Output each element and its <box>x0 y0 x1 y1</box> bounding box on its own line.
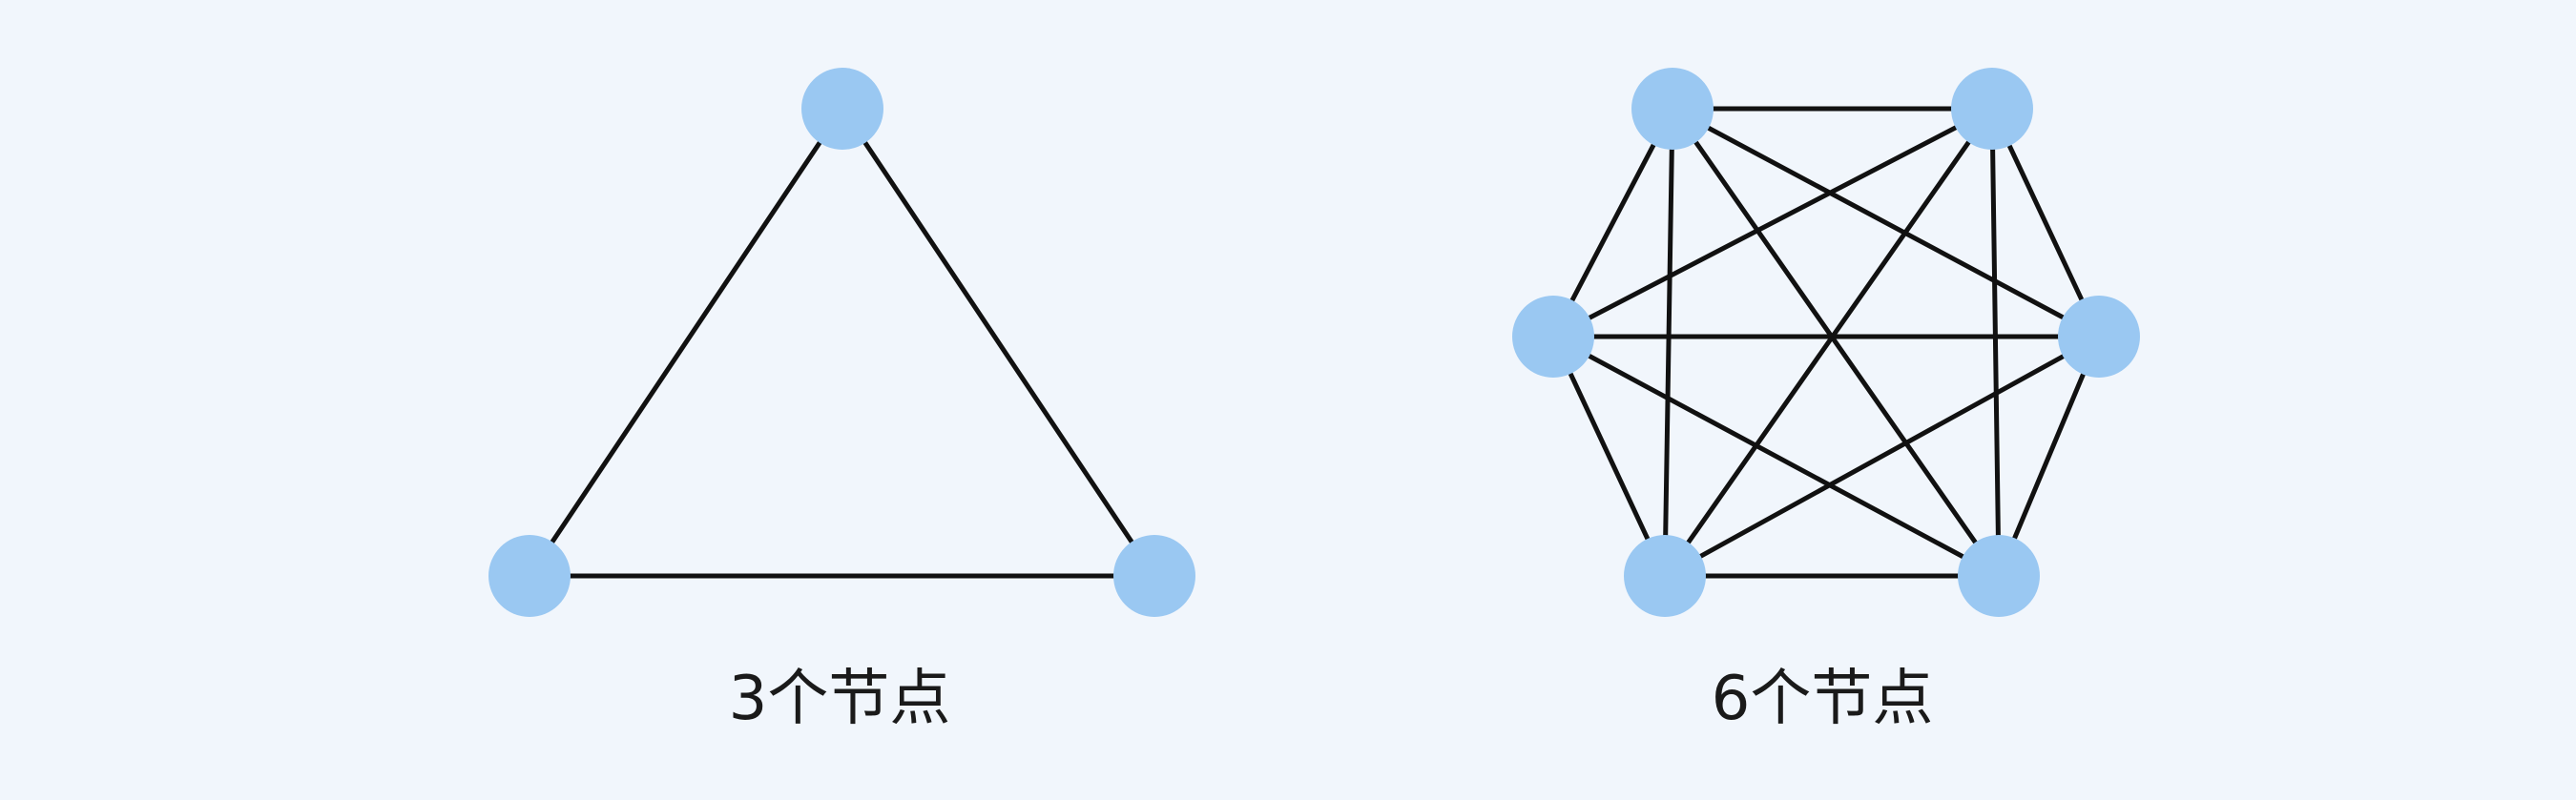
triangle-node-1 <box>801 68 883 150</box>
hexagon-graph-caption: 6个节点 <box>1712 664 1934 734</box>
hexagon-edge-4-6 <box>1550 334 2002 579</box>
hexagon-graph-nodes <box>1512 68 2140 617</box>
hexagon-graph <box>1512 68 2140 617</box>
triangle-graph-nodes <box>488 68 1195 617</box>
hexagon-node-3 <box>2058 296 2140 378</box>
hexagon-edge-3-4 <box>1996 334 2102 579</box>
hexagon-edge-1-6 <box>1550 106 1675 339</box>
triangle-graph-caption: 3个节点 <box>729 664 951 734</box>
hexagon-graph-edges <box>1550 106 2102 579</box>
hexagon-node-5 <box>1624 535 1706 617</box>
hexagon-edge-2-3 <box>1989 106 2102 339</box>
triangle-edge-1-3 <box>527 106 845 579</box>
hexagon-edge-1-3 <box>1670 106 2102 339</box>
hexagon-node-6 <box>1512 296 1594 378</box>
hexagon-edge-5-6 <box>1550 334 1668 579</box>
triangle-node-2 <box>1113 535 1195 617</box>
hexagon-edge-2-6 <box>1550 106 1995 339</box>
triangle-edge-1-2 <box>840 106 1157 579</box>
hexagon-edge-2-4 <box>1989 106 2002 579</box>
hexagon-edge-3-5 <box>1662 334 2102 579</box>
hexagon-node-1 <box>1631 68 1714 150</box>
hexagon-edge-1-4 <box>1670 106 2002 579</box>
hexagon-edge-2-5 <box>1662 106 1995 579</box>
triangle-graph-edges <box>527 106 1157 579</box>
triangle-node-3 <box>488 535 571 617</box>
triangle-graph <box>488 68 1195 617</box>
hexagon-node-2 <box>1951 68 2033 150</box>
hexagon-edge-1-5 <box>1662 106 1675 579</box>
hexagon-node-4 <box>1958 535 2040 617</box>
